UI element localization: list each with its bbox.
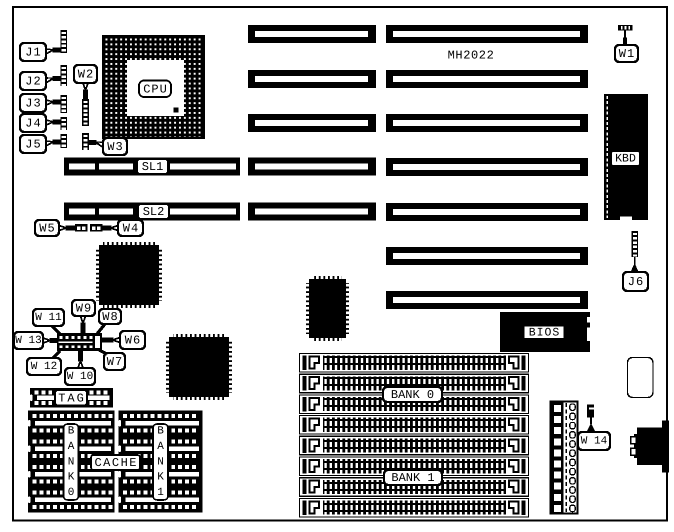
svg-text:W3: W3 [107,140,123,154]
svg-text:W4: W4 [123,222,139,236]
svg-text:W7: W7 [107,355,123,369]
svg-text:CACHE: CACHE [94,456,138,470]
svg-text:1: 1 [157,487,164,499]
svg-text:A: A [157,441,164,453]
svg-text:J1: J1 [25,46,41,60]
svg-text:W6: W6 [125,334,141,348]
svg-text:K: K [157,472,164,484]
svg-text:J2: J2 [25,75,41,89]
svg-text:0: 0 [68,487,75,499]
svg-text:W 13: W 13 [15,335,41,347]
svg-text:BIOS: BIOS [529,326,561,339]
svg-text:J5: J5 [25,138,41,152]
svg-text:W 12: W 12 [31,361,57,373]
svg-text:W2: W2 [78,68,94,82]
svg-text:W 10: W 10 [67,371,93,383]
svg-text:J6: J6 [628,275,644,289]
svg-text:W 14: W 14 [581,436,608,448]
svg-text:BANK 0: BANK 0 [391,388,434,402]
svg-text:K: K [68,472,75,484]
svg-text:BANK 1: BANK 1 [391,471,434,485]
svg-text:TAG: TAG [58,391,86,405]
svg-text:B: B [68,426,75,438]
svg-text:W 11: W 11 [35,312,62,324]
svg-text:W1: W1 [619,47,635,61]
svg-text:SL1: SL1 [142,160,164,174]
svg-text:W8: W8 [102,310,118,324]
svg-text:B: B [157,426,164,438]
svg-text:N: N [157,456,164,468]
svg-text:J3: J3 [25,97,41,111]
svg-text:SL2: SL2 [143,205,165,219]
svg-text:N: N [68,456,75,468]
svg-text:MH2022: MH2022 [448,49,495,63]
svg-text:CPU: CPU [143,82,168,96]
svg-text:J4: J4 [25,117,41,131]
svg-text:W9: W9 [76,302,92,316]
svg-text:A: A [68,441,75,453]
svg-text:KBD: KBD [615,153,636,166]
svg-text:W5: W5 [39,222,55,236]
